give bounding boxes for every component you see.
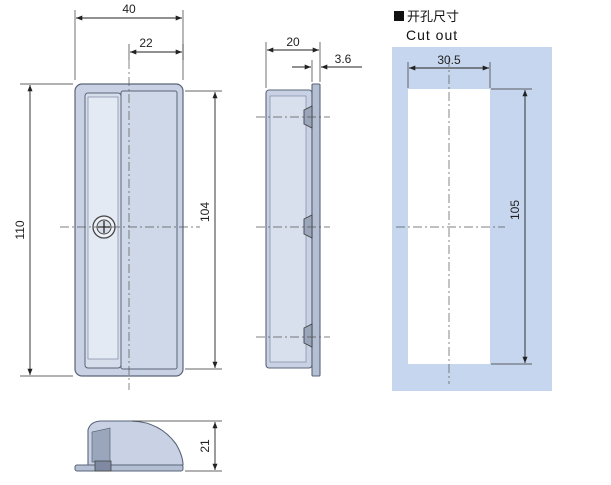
side-view: 20 3.6 — [256, 35, 362, 377]
dim-width-40: 40 — [122, 2, 136, 16]
dim-offset-22: 22 — [139, 36, 153, 50]
front-view: 40 22 110 104 — [13, 2, 222, 390]
dim-height-110: 110 — [13, 220, 27, 239]
title-square-marker — [394, 11, 404, 21]
dim-depth-20: 20 — [286, 35, 300, 49]
bottom-latch — [94, 460, 112, 472]
cutout-view: 开孔尺寸 Cut out 30.5 105 — [392, 10, 552, 391]
side-body-inner — [269, 95, 307, 363]
side-flange — [311, 83, 321, 377]
dim-height-104: 104 — [198, 202, 212, 222]
dim-cutout-height: 105 — [508, 200, 522, 220]
dim-cutout-width: 30.5 — [437, 53, 461, 67]
bottom-shadow — [91, 427, 111, 463]
handle-flap — [120, 90, 178, 370]
dim-flange-3-6: 3.6 — [335, 52, 352, 66]
cutout-title-zh: 开孔尺寸 — [407, 10, 459, 25]
bottom-view: 21 — [74, 420, 222, 472]
side-clip-bottom — [303, 323, 313, 348]
bottom-base-plate — [74, 464, 184, 472]
bottom-body — [87, 420, 184, 466]
side-clip-middle — [303, 214, 313, 239]
dim-height-21: 21 — [198, 439, 212, 453]
cutout-title-en: Cut out — [406, 27, 458, 43]
